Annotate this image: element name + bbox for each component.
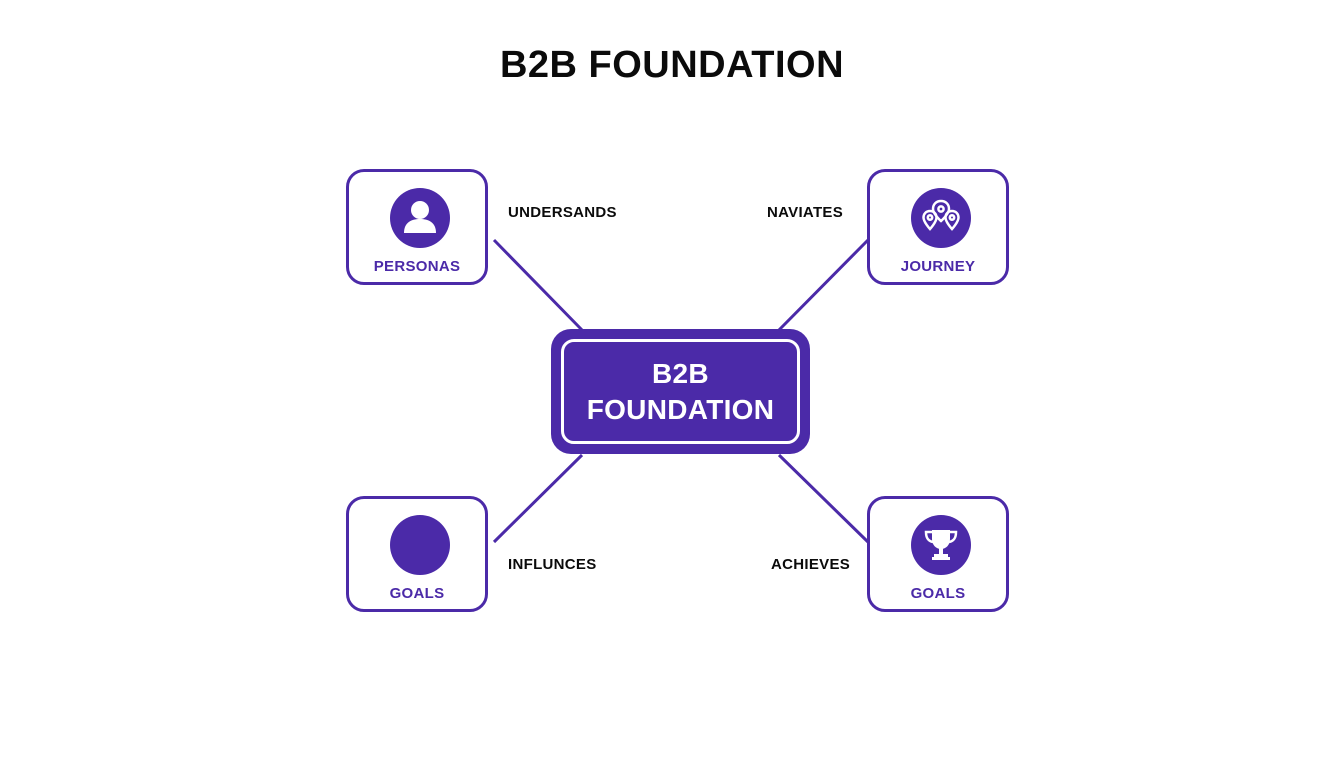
edge-label-influences: INFLUNCES <box>508 556 597 573</box>
node-goals-left: GOALS <box>346 496 488 612</box>
filled-circle-icon <box>390 515 450 575</box>
trophy-icon <box>911 515 971 575</box>
node-goals-right: GOALS <box>867 496 1009 612</box>
connector-goals-left-hub <box>492 453 584 544</box>
hub-label-line2: FOUNDATION <box>586 393 775 425</box>
edge-label-achieves: ACHIEVES <box>771 556 851 573</box>
node-personas-label: PERSONAS <box>373 258 461 275</box>
map-pins-icon <box>911 188 971 248</box>
connector-personas-hub <box>492 238 584 332</box>
hub-node: B2B FOUNDATION <box>551 329 810 454</box>
node-goals-left-label: GOALS <box>389 585 445 602</box>
node-journey: JOURNEY <box>867 169 1009 285</box>
hub-label-line1: B2B <box>652 357 709 389</box>
diagram-title: B2B FOUNDATION <box>499 44 845 86</box>
edge-label-understands: UNDERSANDS <box>508 204 617 221</box>
edge-label-navigates: NAVIATES <box>767 204 844 221</box>
node-personas: PERSONAS <box>346 169 488 285</box>
connector-journey-hub <box>777 238 870 332</box>
node-goals-right-label: GOALS <box>910 585 966 602</box>
hub-inner-border: B2B FOUNDATION <box>561 339 800 444</box>
person-icon <box>390 188 450 248</box>
connector-goals-right-hub <box>777 453 870 544</box>
node-journey-label: JOURNEY <box>900 258 976 275</box>
